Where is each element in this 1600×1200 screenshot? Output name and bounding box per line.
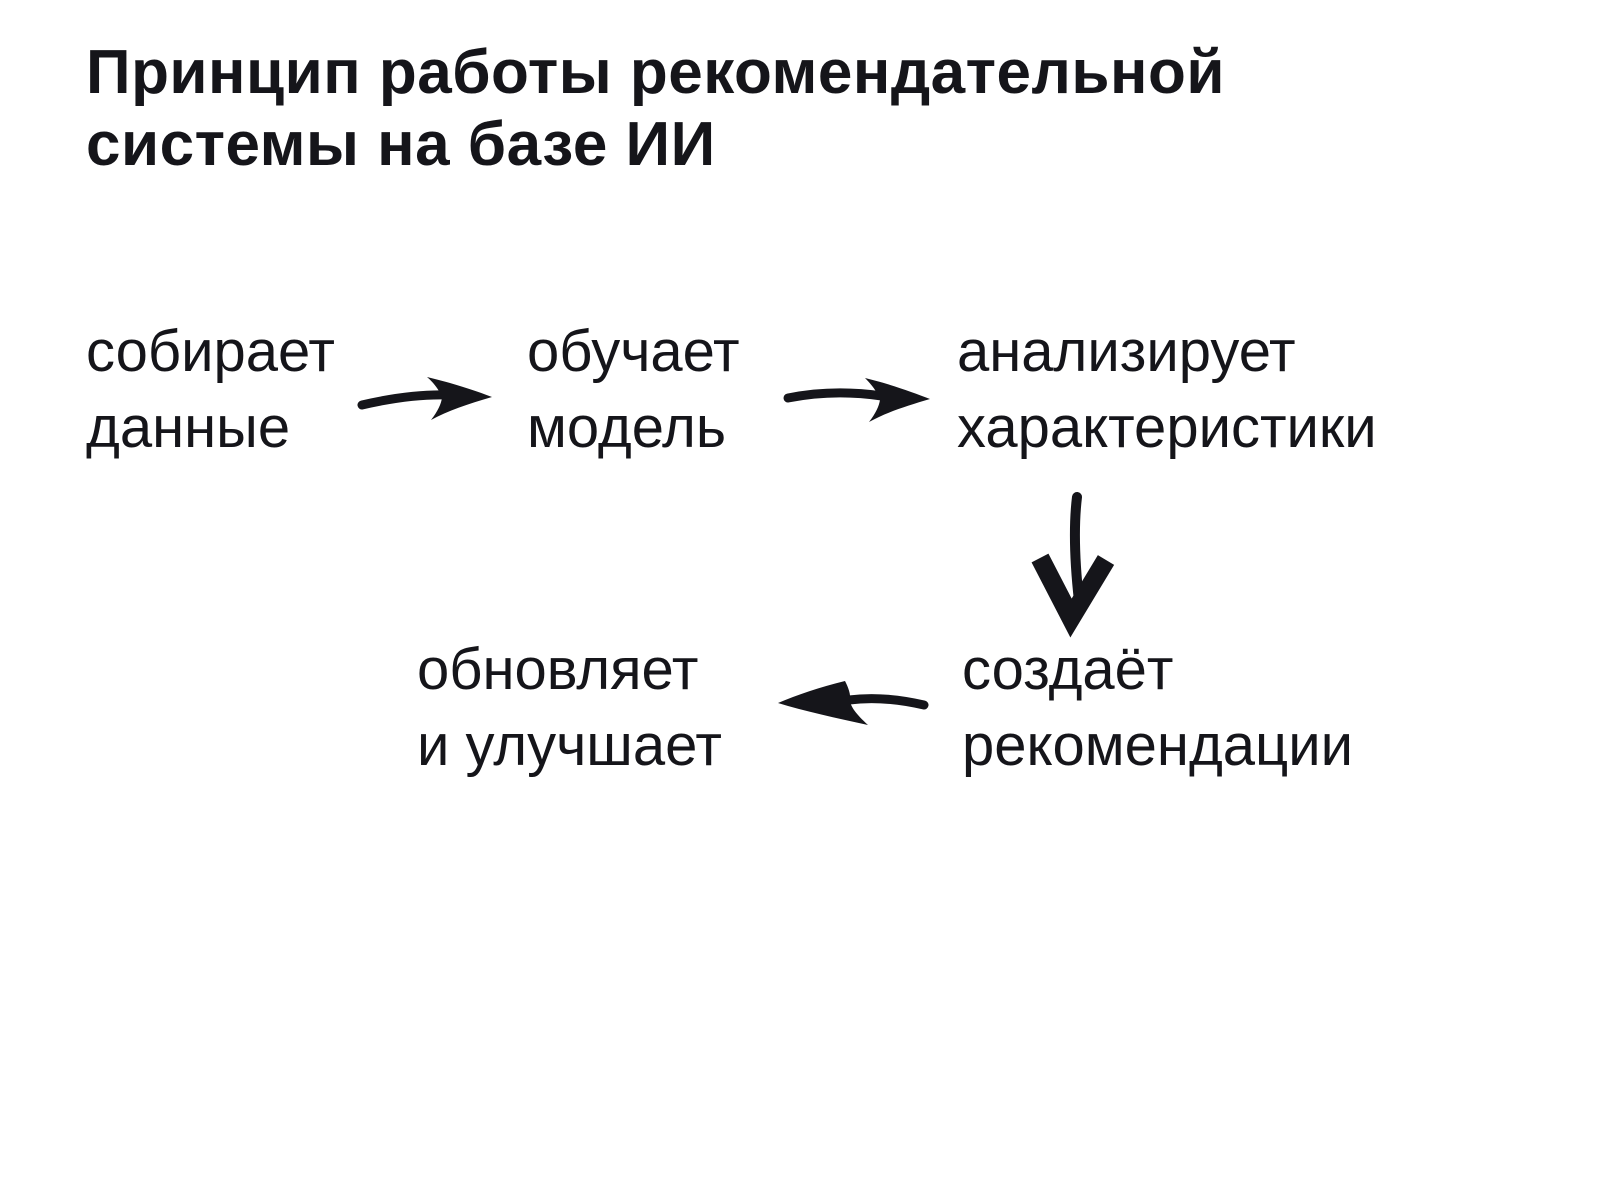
node-create-recommendations-line-1: создаёт [962, 637, 1174, 702]
down-arrow-icon-analyze-to-create [1031, 492, 1115, 638]
node-update-improve: обновляет и улучшает [417, 632, 722, 784]
arrow-head [427, 377, 492, 420]
node-collect-data-line-2: данные [86, 395, 291, 460]
arrow-shaft [783, 388, 887, 403]
node-train-model: обучает модель [527, 314, 740, 466]
left-arrow-icon-create-to-update [778, 681, 929, 725]
page-title-line-2: системы на базе ИИ [86, 110, 716, 179]
arrow-head [778, 681, 868, 725]
node-analyze-features: анализирует характеристики [957, 314, 1377, 466]
arrow-shaft [357, 390, 454, 410]
node-train-model-line-2: модель [527, 395, 727, 460]
arrow-head [865, 378, 930, 422]
node-collect-data-line-1: собирает [86, 319, 335, 384]
arrow-shaft [844, 694, 929, 710]
node-collect-data: собирает данные [86, 314, 335, 466]
node-create-recommendations: создаёт рекомендации [962, 632, 1353, 784]
node-train-model-line-1: обучает [527, 319, 740, 384]
node-update-improve-line-1: обновляет [417, 637, 699, 702]
node-analyze-features-line-2: характеристики [957, 395, 1377, 460]
node-update-improve-line-2: и улучшает [417, 713, 722, 778]
page-title: Принцип работы рекомендательной системы … [86, 37, 1225, 181]
right-arrow-icon-collect-to-train [357, 377, 492, 420]
node-create-recommendations-line-2: рекомендации [962, 713, 1354, 778]
node-analyze-features-line-1: анализирует [957, 319, 1296, 384]
arrow-head [1031, 553, 1115, 638]
arrow-shaft [1069, 492, 1084, 606]
page-title-line-1: Принцип работы рекомендательной [86, 38, 1225, 107]
right-arrow-icon-train-to-analyze [783, 378, 930, 422]
